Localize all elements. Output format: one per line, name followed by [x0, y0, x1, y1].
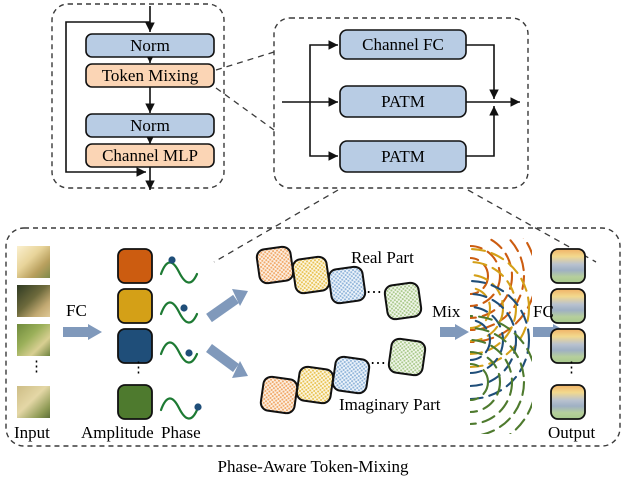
block-item-norm-1[interactable]	[85, 33, 215, 58]
phase-waves	[159, 261, 199, 420]
amplitude-label: Amplitude	[81, 423, 154, 442]
branch-arrow-imaginary	[206, 343, 248, 378]
fc-arrow-left	[63, 324, 102, 340]
patm-panel	[273, 17, 529, 189]
input-thumbnails	[17, 246, 50, 418]
output-ellipsis: ⋮	[564, 360, 579, 376]
amplitude-tokens	[117, 248, 153, 420]
phase-label: Phase	[161, 423, 201, 442]
patm-item-patm-1[interactable]	[339, 85, 467, 118]
branch-arrow-real	[206, 289, 248, 323]
imaginary-part-tiles	[259, 337, 427, 415]
block-item-token-mixing[interactable]	[85, 63, 215, 88]
mix-label: Mix	[432, 302, 461, 321]
block-label-norm-1: Norm	[130, 36, 170, 55]
fc-left-label: FC	[66, 301, 87, 320]
output-tokens	[550, 248, 586, 420]
patm-label-patm-1: PATM	[381, 92, 425, 111]
figure-caption: Phase-Aware Token-Mixing	[217, 457, 409, 476]
patm-detail-border	[5, 227, 621, 447]
patm-label-patm-2: PATM	[381, 147, 425, 166]
input-ellipsis: ⋮	[29, 359, 44, 375]
mixer-block-panel	[51, 3, 225, 190]
patm-item-patm-2[interactable]	[339, 140, 467, 173]
mix-wave-field	[470, 238, 532, 434]
block-label-channel-mlp: Channel MLP	[102, 146, 198, 165]
block-item-channel-mlp[interactable]	[85, 143, 215, 168]
patm-item-channel-fc[interactable]	[339, 29, 467, 60]
real-part-label: Real Part	[351, 248, 414, 267]
mix-arrow	[440, 324, 469, 340]
patm-label-channel-fc: Channel FC	[362, 35, 444, 54]
imaginary-part-label: Imaginary Part	[339, 395, 441, 414]
fc-right-label: FC	[533, 302, 554, 321]
real-part-tiles	[255, 245, 423, 321]
imaginary-tiles-ellipsis: ⋯	[370, 355, 386, 372]
phase-dots	[168, 256, 202, 411]
block-label-token-mixing: Token Mixing	[101, 66, 199, 85]
input-label: Input	[14, 423, 50, 442]
block-label-norm-2: Norm	[130, 116, 170, 135]
amplitude-ellipsis: ⋮	[131, 360, 146, 376]
block-item-norm-2[interactable]	[85, 113, 215, 138]
output-label: Output	[548, 423, 596, 442]
real-tiles-ellipsis: ⋯	[366, 284, 382, 301]
